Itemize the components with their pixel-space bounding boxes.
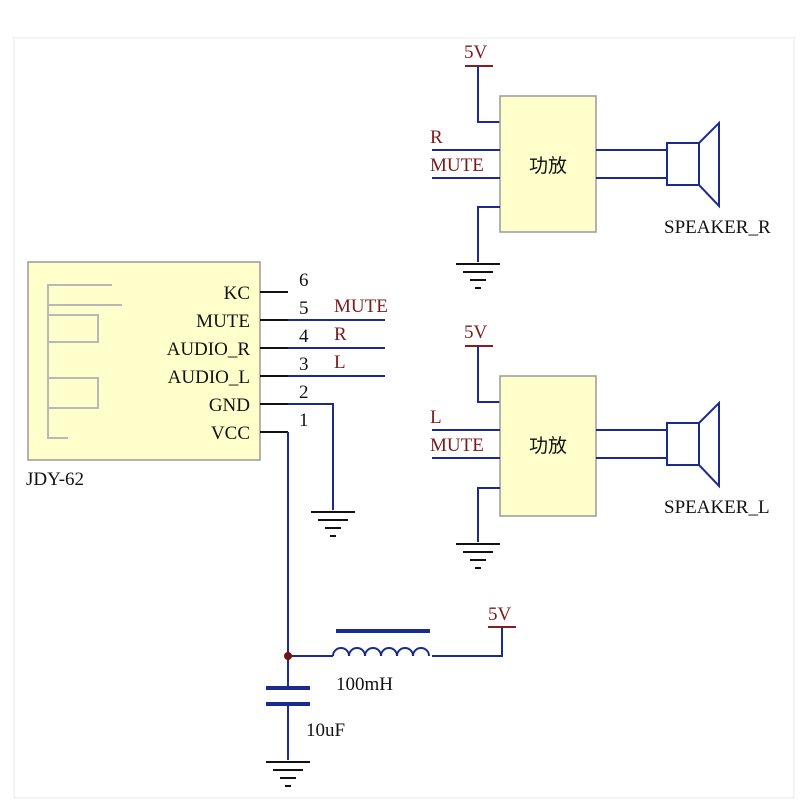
amp-left-ground-icon [456,543,500,569]
amp-left-vcc-wire [477,346,500,403]
amp-right-vcc-wire [477,66,500,123]
pin-label-vcc: VCC [211,423,250,444]
sheet-frame [13,37,795,799]
pin-number-3: 3 [299,354,309,375]
speaker-right-label: SPEAKER_R [664,217,771,238]
amp-right-label: 功放 [529,155,567,177]
amp-left-supply-label: 5V [464,322,488,343]
amplifier-right: 5V 功放 R MUTE SPEAKER_R [430,42,771,289]
filter-supply-label: 5V [488,604,512,625]
amp-left-body [499,375,597,517]
pin-label-mute: MUTE [196,311,250,332]
inductor-value: 100mH [336,674,393,695]
pin-lines [260,291,288,433]
jdy62-module: JDY-62 KC MUTE AUDIO_R AUDIO_L GND VCC 6… [26,261,309,490]
amp-left-label: 功放 [529,435,567,457]
speaker-left-label: SPEAKER_L [664,497,770,518]
antenna-meander-icon [47,314,99,439]
pin-number-6: 6 [299,270,309,291]
ground-icon [311,511,355,537]
module-wires [287,319,503,760]
amp-left-input-l: L [430,407,442,428]
pin-number-2: 2 [299,382,309,403]
amp-right-supply-label: 5V [464,42,488,63]
module-body [27,261,261,461]
pin-label-gnd: GND [209,395,250,416]
pin-label-audio-l: AUDIO_L [168,367,250,388]
capacitor-value: 10uF [306,720,345,741]
amp-left-gnd-wire [477,487,500,542]
net-label-l: L [334,352,346,373]
amp-right-input-mute: MUTE [430,155,484,176]
pin-number-5: 5 [299,298,309,319]
net-label-r: R [334,324,347,345]
amp-right-ground-icon [456,263,500,289]
junction-dot [284,652,292,660]
amp-left-input-mute: MUTE [430,435,484,456]
module-name: JDY-62 [26,469,84,490]
pin-number-1: 1 [299,410,309,431]
amplifier-left: 5V 功放 L MUTE SPEAKER_L [430,322,770,569]
capacitor-icon [266,686,310,706]
net-label-mute: MUTE [334,296,388,317]
capacitor-ground-icon [266,761,310,787]
speaker-left-icon [666,400,720,489]
pin-label-kc: KC [224,283,250,304]
inductor-icon [332,629,430,657]
speaker-right-icon [666,120,720,209]
amp-right-gnd-wire [477,206,500,262]
pin-number-4: 4 [299,326,309,347]
pin-label-audio-r: AUDIO_R [167,339,251,360]
amp-right-body [499,95,597,233]
amp-right-input-r: R [430,127,443,148]
